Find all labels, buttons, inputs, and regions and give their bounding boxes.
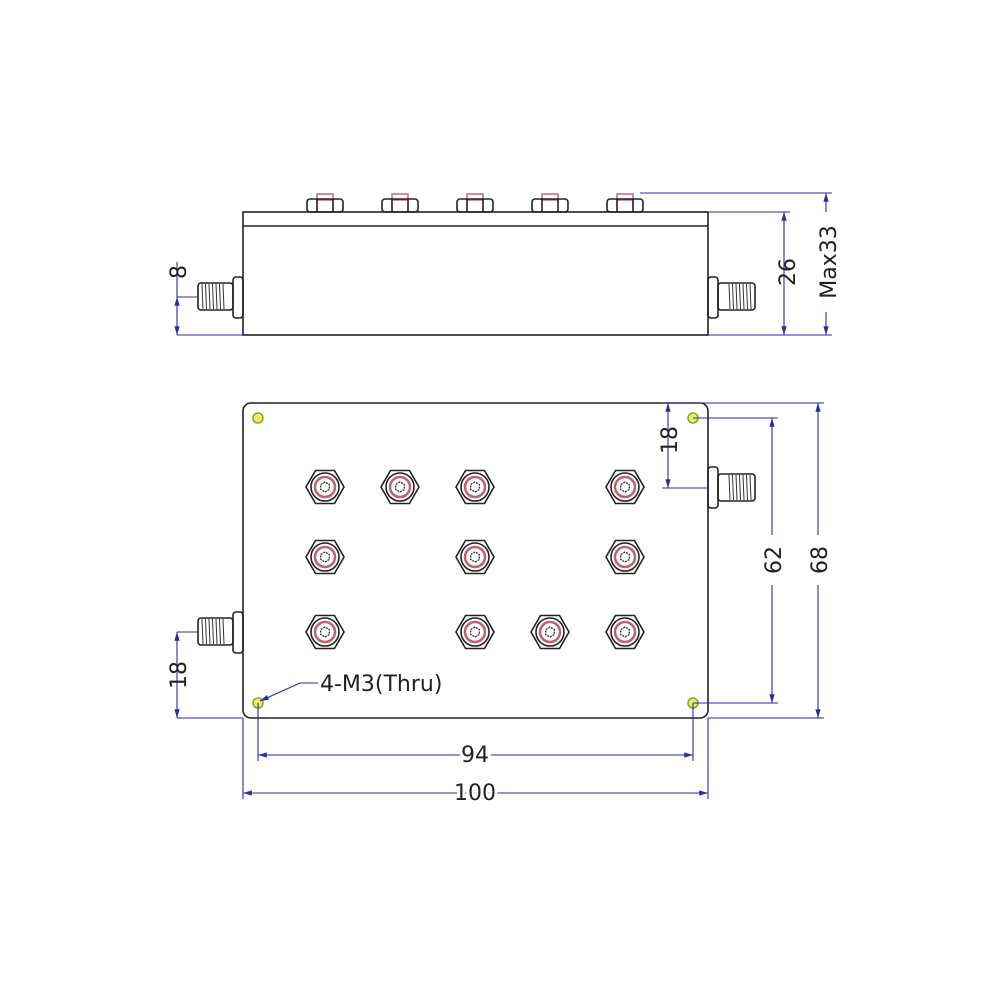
tuning-screw [380, 469, 420, 505]
right-sma-connector-side [707, 276, 756, 319]
top-body [242, 402, 709, 719]
dim-max-height: Max33 [817, 225, 842, 298]
left-sma-connector-top [197, 611, 244, 654]
tuning-screw [305, 614, 345, 650]
mounting-hole [252, 412, 264, 424]
left-sma-connector-side [197, 276, 244, 319]
tuning-screw [605, 539, 645, 575]
hole-callout: 4-M3(Thru) [320, 672, 442, 697]
dim-hole-spacing-horizontal: 94 [461, 743, 489, 768]
dim-total-height: 68 [808, 546, 833, 574]
mounting-holes [252, 412, 699, 709]
side-view: 8 26 Max33 [167, 192, 842, 336]
top-view: 18 62 68 18 94 100 4-M3(Thru) [167, 402, 833, 809]
tuner-nut-side [381, 193, 419, 213]
dim-left-connector-offset: 18 [167, 661, 192, 689]
tuner-nut-side [456, 193, 494, 213]
tuning-screw [455, 614, 495, 650]
tuner-nut-side [606, 193, 644, 213]
dim-right-connector-offset: 18 [658, 426, 683, 454]
side-tuner-nuts [306, 193, 644, 213]
tuning-screws [305, 469, 645, 650]
tuner-nut-side [531, 193, 569, 213]
dim-connector-height: 8 [167, 265, 192, 279]
tuning-screw [455, 539, 495, 575]
tuner-nut-side [306, 193, 344, 213]
dim-hole-spacing-vertical: 62 [762, 546, 787, 574]
dim-body-height: 26 [776, 258, 801, 286]
tuning-screw [605, 614, 645, 650]
right-sma-connector-top [707, 466, 756, 509]
tuning-screw [530, 614, 570, 650]
tuning-screw [455, 469, 495, 505]
tuning-screw [305, 539, 345, 575]
tuning-screw [305, 469, 345, 505]
dim-total-width: 100 [454, 781, 496, 806]
side-body [242, 211, 709, 336]
tuning-screw [605, 469, 645, 505]
